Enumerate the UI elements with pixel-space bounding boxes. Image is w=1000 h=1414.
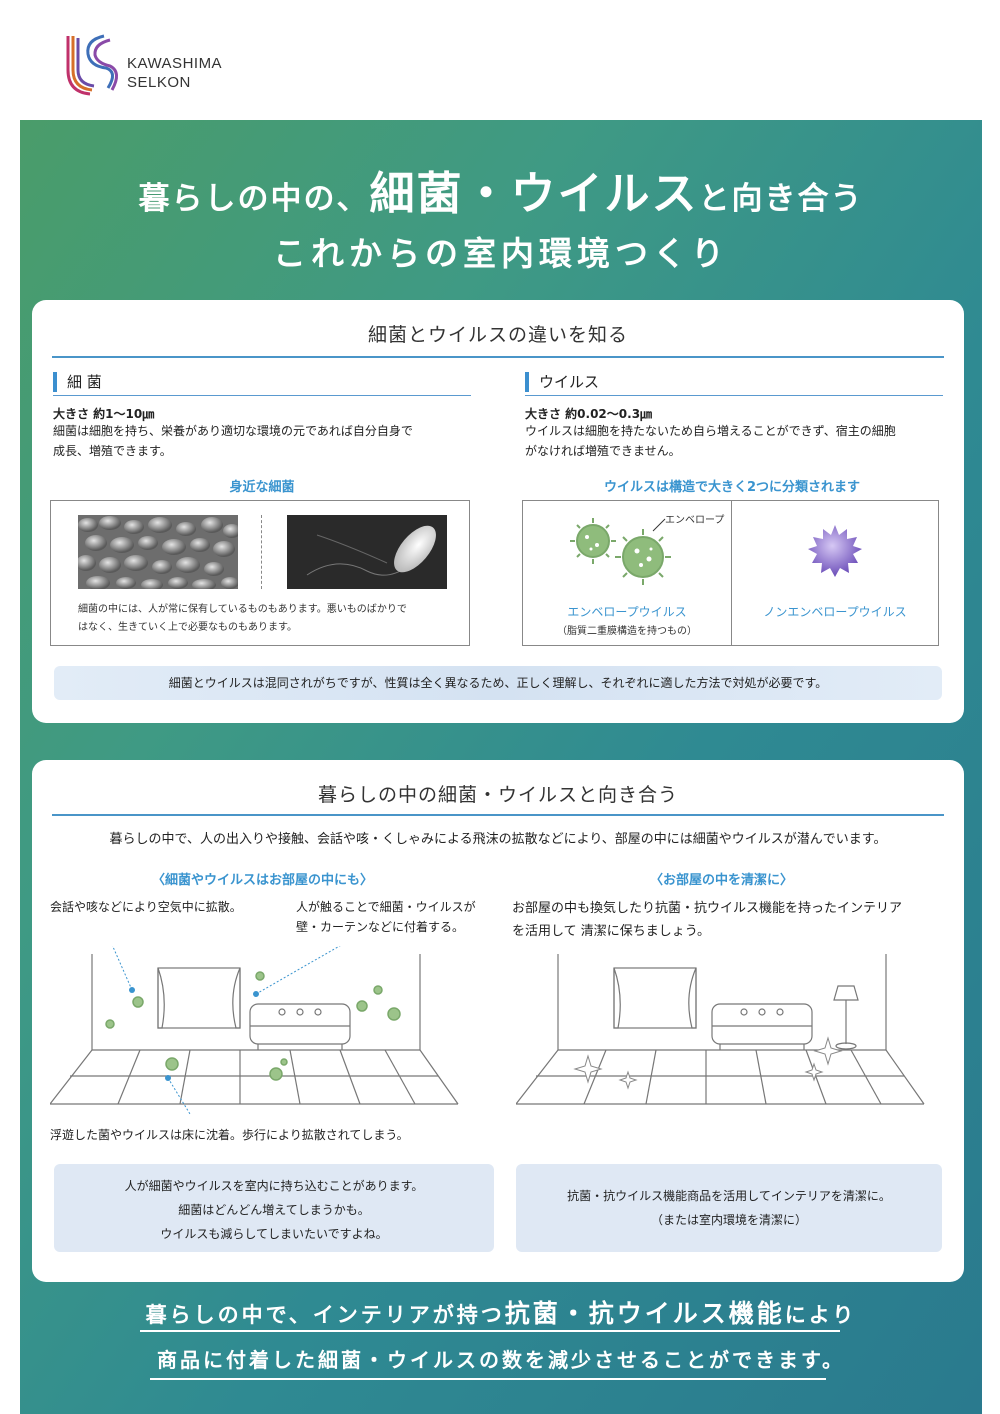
brand-line2: SELKON — [127, 74, 191, 91]
bottom-line2: 商品に付着した細菌・ウイルスの数を減少させることができます。 — [157, 1348, 845, 1372]
headline-highlight: 細菌・ウイルス — [369, 167, 699, 220]
annotation-surface-line2: 壁・カーテンなどに付着する。 — [296, 920, 465, 934]
virus-desc-line2: がなければ増殖できません。 — [525, 444, 681, 458]
title-rule — [52, 356, 944, 358]
right-desc-line2: を活用して 清潔に保ちましょう。 — [512, 924, 710, 939]
envelope-label: エンベロープ — [665, 515, 725, 526]
bacteria-photo-box: 細菌の中には、人が常に保有しているものもあります。悪いものばかりで はなく、生き… — [50, 500, 470, 646]
right-description: お部屋の中も換気したり抗菌・抗ウイルス機能を持ったインテリア を活用して 清潔に… — [512, 897, 902, 943]
virus-desc-line1: ウイルスは細胞を持たないため自ら増えることができず、宿主の細胞 — [525, 424, 896, 438]
section-living: 暮らしの中の細菌・ウイルスと向き合う 暮らしの中で、人の出入りや接触、会話や咳・… — [32, 760, 964, 1282]
virus-size: 大きさ 約0.02～0.3㎛ — [525, 407, 653, 421]
left-heading: 〈細菌やウイルスはお部屋の中にも〉 — [152, 873, 374, 888]
bacteria-desc-line2: 成長、増殖できます。 — [53, 444, 172, 458]
brand-line1: KAWASHIMA — [127, 55, 223, 72]
bottom-line1-highlight: 抗菌・抗ウイルス機能 — [504, 1299, 785, 1328]
annotation-surface-line1: 人が触ることで細菌・ウイルスが — [296, 900, 476, 914]
enveloped-virus-icon — [570, 518, 671, 585]
section-difference: 細菌とウイルスの違いを知る 細 菌 大きさ 約1～10㎛ 細菌は細胞を持ち、栄養… — [32, 300, 964, 723]
non-enveloped-virus-label: ノンエンベロープウイルス — [763, 605, 907, 619]
right-note-line1: 抗菌・抗ウイルス機能商品を活用してインテリアを清潔に。 — [567, 1189, 891, 1203]
room-clean-illustration — [516, 954, 925, 1105]
right-note-line2: （または室内環境を清潔に） — [650, 1213, 807, 1227]
left-note-box: 人が細菌やウイルスを室内に持ち込むことがあります。 細菌はどんどん増えてしまうか… — [54, 1164, 494, 1252]
difference-summary-band: 細菌とウイルスは混同されがちですが、性質は全く異なるため、正しく理解し、それぞれ… — [54, 666, 942, 700]
left-note-line2: 細菌はどんどん増えてしまうかも。 — [178, 1203, 370, 1217]
bacteria-size: 大きさ 約1～10㎛ — [53, 407, 155, 421]
headline: 暮らしの中の、細菌・ウイルスと向き合う これからの室内環境つくり — [20, 166, 982, 276]
bacterium-single-photo — [287, 515, 447, 589]
bacteria-heading-rule — [53, 395, 471, 396]
bottom-line1-part-c: により — [784, 1303, 857, 1327]
non-enveloped-virus-icon — [808, 525, 862, 577]
bacteria-note: 細菌の中には、人が常に保有しているものもあります。悪いものばかりで はなく、生き… — [78, 601, 407, 637]
bottom-line2-rule — [150, 1378, 826, 1380]
room-contaminated-illustration — [50, 946, 459, 1115]
section-living-title: 暮らしの中の細菌・ウイルスと向き合う — [317, 784, 678, 806]
virus-heading-rule — [525, 395, 943, 396]
title-rule — [52, 814, 944, 816]
bacteria-description: 細菌は細胞を持ち、栄養があり適切な環境の元であれば自分自身で 成長、増殖できます… — [53, 421, 413, 461]
bottom-line1-rule — [140, 1330, 840, 1332]
bacteria-cluster-photo — [76, 515, 241, 591]
bacteria-subheading: 身近な細菌 — [229, 480, 295, 495]
headline-line1: 暮らしの中の、細菌・ウイルスと向き合う — [20, 166, 982, 222]
sparkle-icon — [573, 1036, 843, 1090]
virus-type-box: エンベロープ エンベロープウイルス （脂質二重膜構造を持つもの） ノンエンベロー… — [522, 500, 939, 646]
kawashima-logo-icon — [66, 34, 118, 96]
annotation-surface: 人が触ることで細菌・ウイルスが 壁・カーテンなどに付着する。 — [296, 897, 476, 937]
left-note-line1: 人が細菌やウイルスを室内に持ち込むことがあります。 — [124, 1179, 424, 1193]
annotation-floor: 浮遊した菌やウイルスは床に沈着。歩行により拡散されてしまう。 — [50, 1128, 409, 1142]
enveloped-virus-label: エンベロープウイルス — [567, 605, 687, 619]
section-difference-title: 細菌とウイルスの違いを知る — [367, 324, 628, 346]
bacteria-heading: 細 菌 — [53, 372, 102, 392]
photo-divider — [261, 515, 262, 589]
right-note-box: 抗菌・抗ウイルス機能商品を活用してインテリアを清潔に。 （または室内環境を清潔に… — [516, 1164, 942, 1252]
virus-heading: ウイルス — [525, 372, 599, 392]
brand-logo: KAWASHIMA SELKON — [64, 30, 264, 100]
poster: 暮らしの中の、細菌・ウイルスと向き合う これからの室内環境つくり 細菌とウイルス… — [20, 120, 982, 1414]
virus-description: ウイルスは細胞を持たないため自ら増えることができず、宿主の細胞 がなければ増殖で… — [525, 421, 896, 461]
bottom-line1: 暮らしの中で、インテリアが持つ抗菌・抗ウイルス機能により — [20, 1294, 982, 1330]
left-note-line3: ウイルスも減らしてしまいたいですよね。 — [160, 1227, 388, 1241]
right-desc-line1: お部屋の中も換気したり抗菌・抗ウイルス機能を持ったインテリア — [512, 901, 903, 916]
headline-part-c: と向き合う — [698, 181, 864, 217]
virus-type-divider — [731, 501, 732, 645]
bacteria-note-line1: 細菌の中には、人が常に保有しているものもあります。悪いものばかりで — [78, 604, 407, 615]
headline-line2: これからの室内環境つくり — [273, 234, 729, 273]
virus-subheading: ウイルスは構造で大きく2つに分類されます — [603, 480, 861, 495]
enveloped-virus-sublabel: （脂質二重膜構造を持つもの） — [557, 626, 697, 637]
bacteria-desc-line1: 細菌は細胞を持ち、栄養があり適切な環境の元であれば自分自身で — [53, 424, 413, 438]
annotation-airborne: 会話や咳などにより空気中に拡散。 — [50, 900, 242, 914]
section-living-intro: 暮らしの中で、人の出入りや接触、会話や咳・くしゃみによる飛沫の拡散などにより、部… — [109, 832, 887, 847]
right-heading: 〈お部屋の中を清潔に〉 — [650, 873, 794, 888]
headline-part-a: 暮らしの中の、 — [138, 181, 370, 217]
bacteria-note-line2: はなく、生きていく上で必要なものもあります。 — [78, 622, 297, 633]
bottom-line1-part-a: 暮らしの中で、インテリアが持つ — [145, 1303, 505, 1327]
